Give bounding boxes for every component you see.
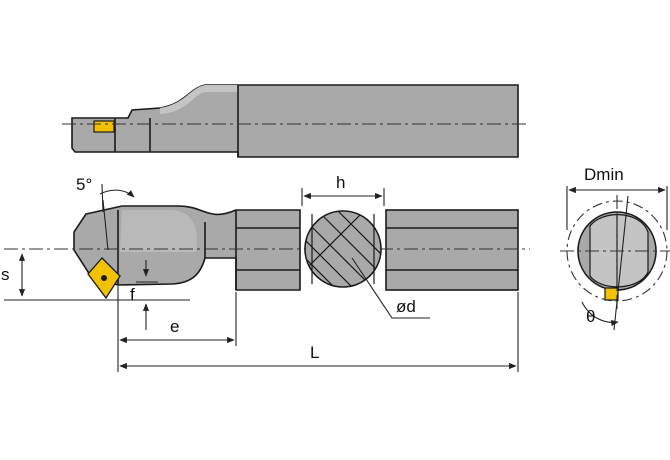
s-label: s <box>1 265 10 284</box>
cross-section <box>304 210 382 288</box>
l-label: L <box>310 343 319 362</box>
dmin-label: Dmin <box>584 165 624 184</box>
e-label: e <box>170 317 179 336</box>
theta-label: θ <box>586 307 595 326</box>
angle-label: 5° <box>76 175 92 194</box>
end-view <box>560 195 670 331</box>
f-label: f <box>130 285 135 304</box>
dimension-lines <box>4 183 668 372</box>
top-view <box>62 84 530 158</box>
front-view <box>4 205 530 300</box>
h-label: h <box>336 173 345 192</box>
top-insert <box>93 120 115 133</box>
od-label: ød <box>396 297 416 316</box>
end-insert <box>604 287 619 301</box>
